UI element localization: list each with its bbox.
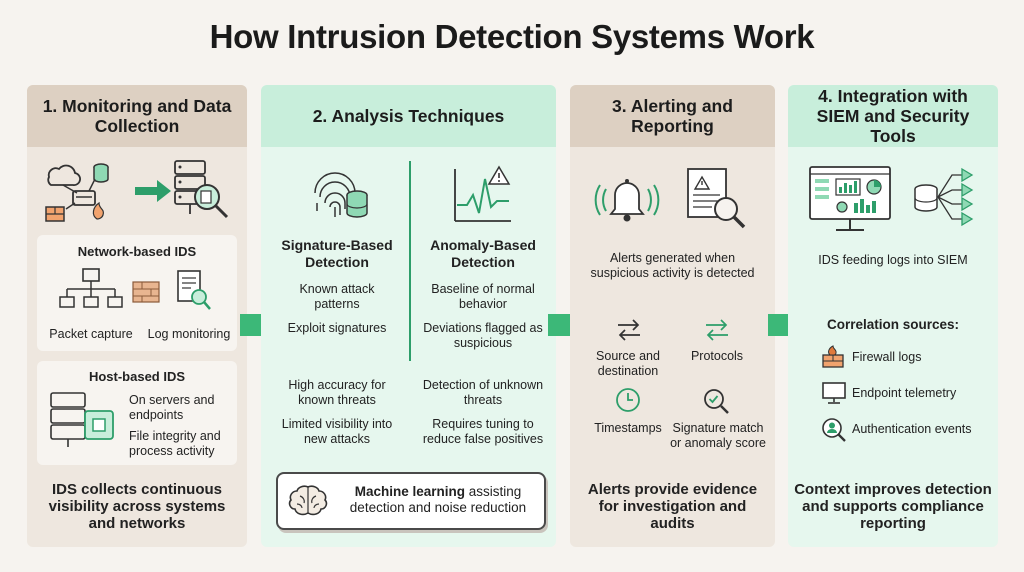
field-signature-match: Signature match or anomaly score [670, 421, 766, 450]
column-summary: IDS collects continuous visibility acros… [48, 481, 226, 532]
siem-dashboard-icon [809, 166, 891, 231]
signature-item-2: Exploit signatures [287, 321, 387, 335]
report-magnifier-icon [687, 168, 746, 229]
monitor-icon [822, 382, 846, 404]
host-ids-box: Host-based IDS On servers and endpoints … [37, 361, 237, 465]
log-magnifier-icon [177, 270, 211, 310]
host-server-icon [50, 392, 114, 447]
source-endpoint-telemetry: Endpoint telemetry [852, 386, 957, 400]
anomaly-con: Requires tuning to reduce false positive… [422, 417, 544, 446]
correlation-sources-title: Correlation sources: [826, 317, 960, 332]
field-protocols: Protocols [690, 349, 744, 363]
network-topology-icon [59, 268, 123, 308]
fingerprint-database-icon [314, 172, 368, 218]
log-monitoring-label: Log monitoring [147, 327, 231, 341]
column-heading: 2. Analysis Techniques [261, 85, 556, 147]
host-ids-title: Host-based IDS [88, 369, 186, 384]
column-monitoring: 1. Monitoring and Data Collection Networ… [27, 85, 247, 547]
firewall-flame-icon [822, 345, 844, 368]
column-alerting: 3. Alerting and Reporting Alerts generat… [570, 85, 775, 547]
column-summary: Alerts provide evidence for investigatio… [587, 481, 758, 532]
signature-title: Signature-Based Detection [281, 237, 393, 270]
page-title: How Intrusion Detection Systems Work [209, 18, 815, 55]
column-integration: 4. Integration with SIEM and Security To… [788, 85, 998, 547]
anomaly-pro: Detection of unknown threats [422, 378, 544, 407]
machine-learning-text: Machine learning assisting detection and… [336, 484, 540, 516]
signature-item-1: Known attack patterns [299, 282, 375, 311]
machine-learning-bold: Machine learning [354, 484, 465, 499]
brain-icon [288, 485, 328, 516]
firewall-icon [132, 281, 160, 303]
signature-con: Limited visibility into new attacks [281, 417, 393, 446]
integration-caption: IDS feeding logs into SIEM [818, 253, 968, 267]
machine-learning-callout: Machine learning assisting detection and… [276, 472, 546, 530]
technique-divider [409, 161, 411, 361]
alerting-caption: Alerts generated when suspicious activit… [590, 251, 755, 280]
clock-icon [616, 388, 640, 412]
host-item-servers: On servers and endpoints [129, 393, 215, 422]
anomaly-item-1: Baseline of normal behavior [431, 282, 535, 311]
machine-learning-rest: assisting detection and noise reduction [349, 484, 527, 515]
network-ids-title: Network-based IDS [77, 244, 197, 259]
column-heading: 1. Monitoring and Data Collection [27, 85, 247, 147]
database-feed-icon [914, 167, 974, 227]
anomaly-graph-icon [454, 165, 511, 222]
alert-bell-icon [594, 179, 660, 222]
anomaly-title: Anomaly-Based Detection [430, 237, 536, 270]
host-item-integrity: File integrity and process activity [129, 429, 221, 458]
column-summary: Context improves detection and supports … [794, 481, 992, 532]
signature-pro: High accuracy for known threats [288, 378, 386, 407]
protocols-icon [706, 319, 728, 341]
check-magnifier-icon [704, 389, 729, 414]
user-search-icon [822, 418, 846, 442]
column-analysis: 2. Analysis Techniques Signature-Based D… [261, 85, 556, 547]
source-firewall-logs: Firewall logs [852, 350, 922, 364]
field-source-destination: Source and destination [596, 349, 660, 378]
anomaly-item-2: Deviations flagged as suspicious [423, 321, 543, 350]
field-timestamps: Timestamps [594, 421, 662, 435]
column-heading: 3. Alerting and Reporting [570, 85, 775, 147]
green-arrow-icon [135, 180, 171, 202]
source-destination-icon [618, 319, 640, 341]
network-ids-box: Network-based IDS P [37, 235, 237, 351]
packet-capture-label: Packet capture [49, 327, 133, 341]
network-sources-icon [45, 163, 109, 222]
source-authentication-events: Authentication events [852, 422, 972, 436]
server-magnifier-icon [174, 160, 229, 219]
column-heading: 4. Integration with SIEM and Security To… [788, 85, 998, 147]
